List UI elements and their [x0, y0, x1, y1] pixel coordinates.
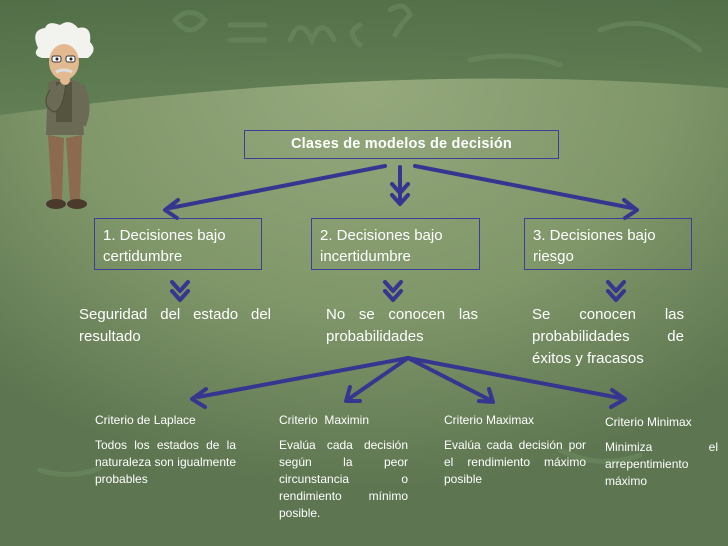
criterion-laplace: Criterio de Laplace Todos los estados de…	[95, 412, 236, 488]
arrow-to-category-3	[413, 164, 639, 220]
criterion-description: Evalúa cada decisión según la peor circu…	[279, 438, 408, 520]
einstein-figure	[35, 22, 94, 209]
arrow-down-3	[606, 280, 626, 302]
category-certainty-description: Seguridad del estado del resultado	[79, 306, 271, 345]
criterion-minimax: Criterio Minimax Minimiza el arrepentimi…	[605, 414, 718, 490]
category-uncertainty-box: 2. Decisiones bajo incertidumbre	[311, 218, 480, 270]
criterion-maximin: Criterio Maximin Evalúa cada decisión se…	[279, 412, 408, 522]
arrow-to-category-2	[390, 165, 410, 206]
criterion-description: Todos los estados de la naturaleza son i…	[95, 438, 236, 486]
arrow-to-criterion-2	[344, 356, 410, 403]
arrow-to-criterion-4	[406, 356, 627, 409]
criterion-description: Minimiza el arrepentimiento máximo	[605, 440, 718, 488]
category-risk-box: 3. Decisiones bajo riesgo	[524, 218, 692, 270]
arrow-to-criterion-1	[190, 356, 410, 409]
arrow-to-category-1	[163, 164, 387, 220]
category-uncertainty-description: No se conocen las probabilidades	[326, 306, 478, 345]
arrow-down-2	[383, 280, 403, 302]
criterion-title: Criterio de Laplace	[95, 413, 196, 427]
criterion-title: Criterio Minimax	[605, 415, 692, 429]
arrow-to-criterion-3	[406, 356, 495, 404]
arrow-down-1	[170, 280, 190, 302]
criterion-title: Criterio Maximax	[444, 413, 535, 427]
diagram-title: Clases de modelos de decisión	[244, 130, 559, 159]
criterion-description: Evalúa cada decisión por el rendimiento …	[444, 438, 586, 486]
criterion-maximax: Criterio Maximax Evalúa cada decisión po…	[444, 412, 586, 488]
category-certainty-box: 1. Decisiones bajo certidumbre	[94, 218, 262, 270]
category-risk-description: Se conocen las probabilidades de éxitos …	[532, 306, 684, 367]
criterion-title: Criterio Maximin	[279, 413, 370, 427]
